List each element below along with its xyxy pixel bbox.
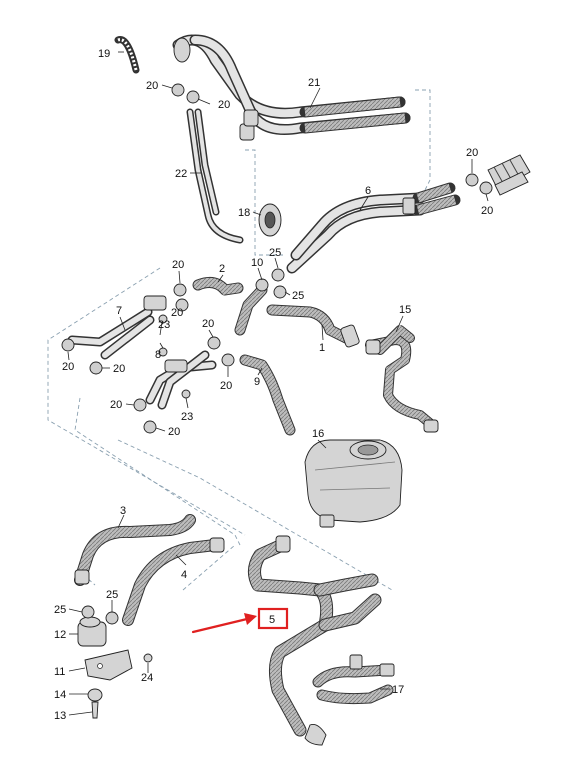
label-23: 23 <box>181 411 193 423</box>
label-20: 20 <box>168 426 180 438</box>
label-11: 11 <box>54 666 65 678</box>
part-labels: 19 21 20 20 22 18 6 20 20 25 20 2 10 25 … <box>54 48 493 722</box>
part-6-heater-pipe-pair <box>286 182 461 274</box>
part-18-grommet <box>258 203 282 237</box>
label-17: 17 <box>392 684 404 696</box>
label-1: 1 <box>319 342 325 354</box>
part-17-hose-assembly <box>312 654 395 705</box>
label-15: 15 <box>399 304 411 316</box>
part-2-small-hose <box>192 276 244 296</box>
label-22: 22 <box>175 168 187 180</box>
label-20: 20 <box>220 380 232 392</box>
label-18: 18 <box>238 207 250 219</box>
label-20: 20 <box>202 318 214 330</box>
label-20: 20 <box>171 307 183 319</box>
label-20: 20 <box>466 147 478 159</box>
label-4: 4 <box>181 569 187 581</box>
highlight-box-part-5 <box>257 607 289 630</box>
label-10: 10 <box>251 257 263 269</box>
fasteners <box>87 653 153 719</box>
label-25: 25 <box>292 290 304 302</box>
part-19-seal-ring <box>114 36 140 74</box>
label-20: 20 <box>62 361 74 373</box>
highlight-arrow <box>191 613 257 634</box>
label-24: 24 <box>141 672 153 684</box>
label-6: 6 <box>365 185 371 197</box>
part-11-bracket <box>84 649 133 681</box>
part-8-pipe <box>145 350 217 410</box>
label-25: 25 <box>269 247 281 259</box>
part-15-hose-assembly <box>365 324 439 433</box>
label-25: 25 <box>54 604 66 616</box>
bellows-connector <box>487 154 531 196</box>
label-2: 2 <box>219 263 225 275</box>
part-3-hose <box>74 514 196 586</box>
label-7: 7 <box>116 305 122 317</box>
part-5-main-hose <box>248 535 382 746</box>
label-20: 20 <box>481 205 493 217</box>
label-20: 20 <box>110 399 122 411</box>
label-16: 16 <box>312 428 324 440</box>
label-20: 20 <box>172 259 184 271</box>
part-12-pump <box>77 616 107 647</box>
label-3: 3 <box>120 505 126 517</box>
part-22-long-pipe <box>186 108 244 244</box>
label-23: 23 <box>158 319 170 331</box>
label-25: 25 <box>106 589 118 601</box>
label-21: 21 <box>308 77 320 89</box>
part-1-hose <box>266 304 360 348</box>
part-9-hose <box>239 354 296 436</box>
label-9: 9 <box>254 376 260 388</box>
label-8: 8 <box>155 349 161 361</box>
part-4-hose <box>122 537 225 626</box>
part-7-pipe <box>67 295 167 360</box>
part-16-expansion-tank <box>304 439 403 528</box>
leader-lines <box>67 51 489 716</box>
hose-clamps <box>61 83 493 625</box>
part-21-upper-pipe-assembly <box>172 34 411 141</box>
part-10-hose <box>234 284 268 336</box>
label-20: 20 <box>218 99 230 111</box>
label-19: 19 <box>98 48 110 60</box>
label-12: 12 <box>54 629 66 641</box>
label-20: 20 <box>146 80 158 92</box>
label-13: 13 <box>54 710 66 722</box>
label-20: 20 <box>113 363 125 375</box>
label-14: 14 <box>54 689 66 701</box>
label-5: 5 <box>269 614 275 626</box>
